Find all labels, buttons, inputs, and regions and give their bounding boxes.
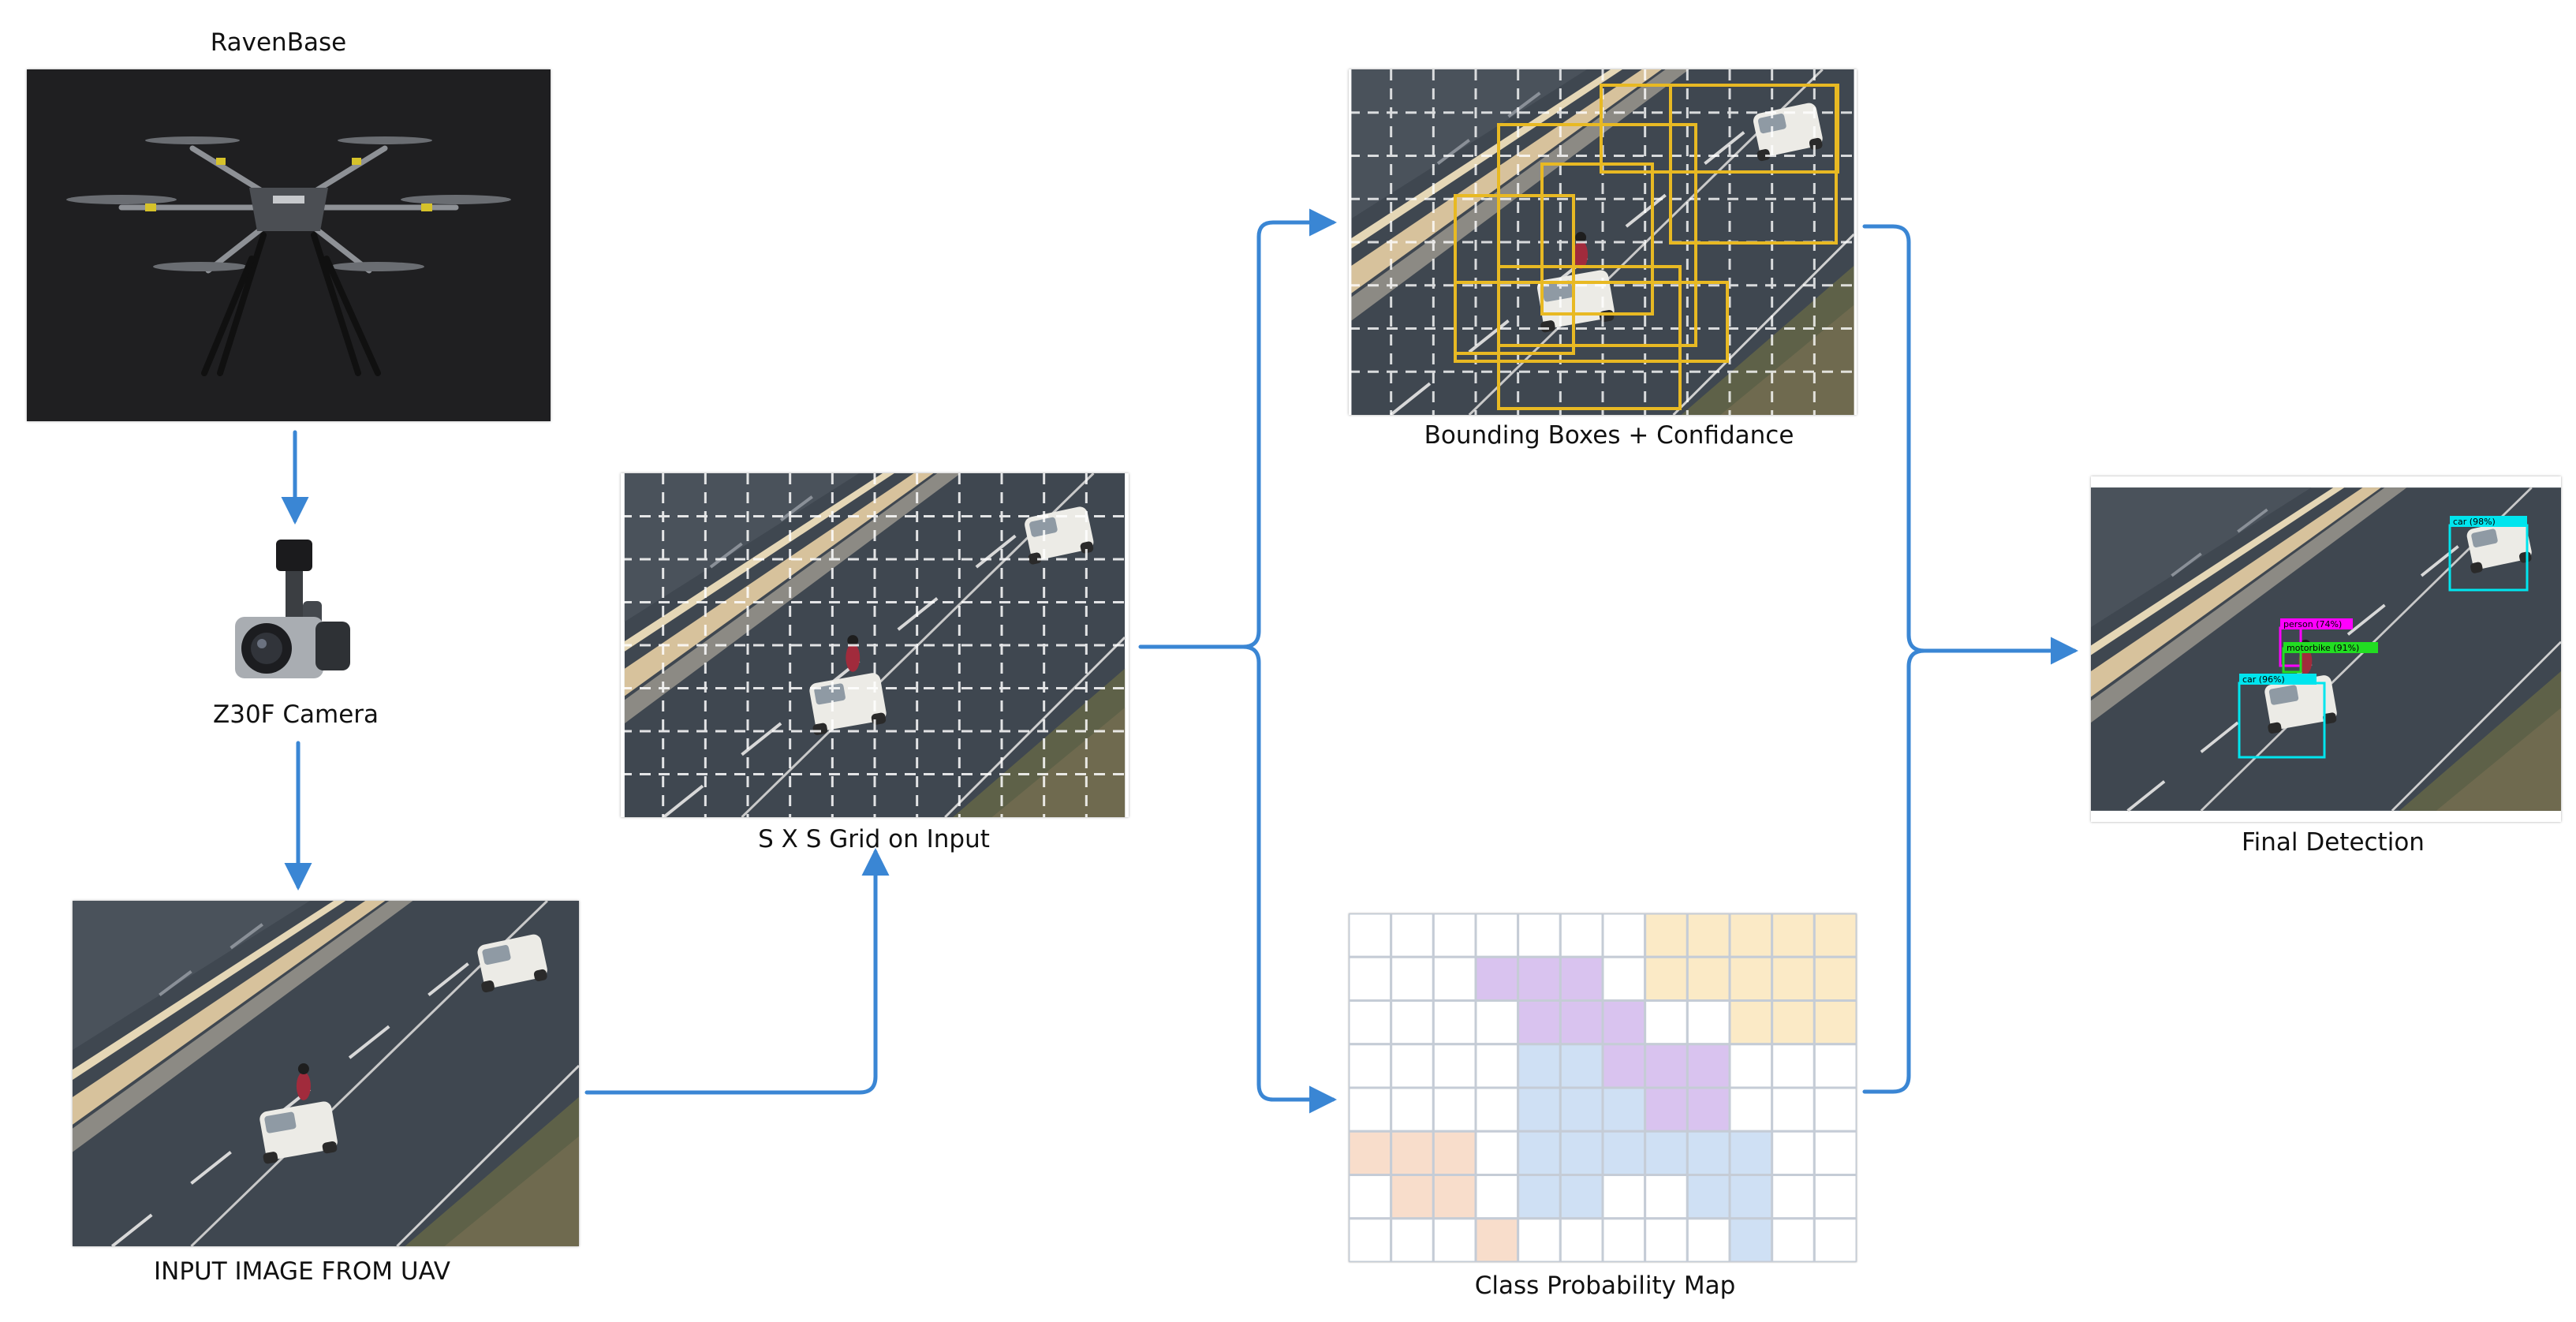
- probability-cell: [1601, 999, 1647, 1046]
- camera-title: Z30F Camera: [212, 700, 379, 729]
- detection-label-car-bottom: car (96%): [2242, 674, 2285, 685]
- arrow-grid-to-probability: [1241, 644, 1337, 1114]
- gimbal-camera-icon: [235, 540, 350, 678]
- probability-cell: [1390, 1086, 1435, 1133]
- probability-cell: [1474, 1174, 1520, 1220]
- probability-cell: [1771, 955, 1816, 1002]
- final-detection-image: car (98%) person (74%) motorbike (91%) c…: [2091, 476, 2561, 822]
- probability-cell: [1771, 999, 1816, 1046]
- probability-cell: [1559, 1174, 1604, 1220]
- bounding-box: [1540, 162, 1654, 316]
- probability-cell: [1601, 1217, 1647, 1262]
- bounding-box: [1454, 194, 1575, 355]
- probability-cell: [1728, 1130, 1774, 1176]
- probability-cell: [1601, 1130, 1647, 1176]
- bounding-box: [1454, 281, 1729, 363]
- probability-cell: [1728, 1043, 1774, 1089]
- probability-cell: [1517, 1086, 1562, 1133]
- bounding-box: [1600, 84, 1839, 174]
- arrow-boxes-to-final: [1862, 224, 2078, 665]
- bounding-box: [1497, 123, 1697, 347]
- probability-cell: [1432, 913, 1477, 958]
- probability-cell: [1686, 913, 1731, 958]
- drone-title: RavenBase: [210, 28, 347, 57]
- probability-cell: [1644, 1130, 1689, 1176]
- probability-cell: [1728, 1217, 1774, 1262]
- input-title: INPUT IMAGE FROM UAV: [153, 1257, 450, 1286]
- camera-photo: [227, 538, 353, 693]
- detection-label-motorbike: motorbike (91%): [2287, 643, 2359, 653]
- probability-cell: [1349, 1043, 1393, 1089]
- probability-cell: [1517, 1217, 1562, 1262]
- class-probability-map: [1349, 913, 1857, 1262]
- bounding-box: [1497, 265, 1682, 410]
- drone-photo: [27, 69, 551, 421]
- probability-cell: [1644, 1174, 1689, 1220]
- probability-cell: [1559, 1130, 1604, 1176]
- arrow-probability-to-final: [1862, 648, 1927, 1094]
- probability-cell: [1432, 999, 1477, 1046]
- probability-cell: [1686, 1217, 1731, 1262]
- probability-cell: [1390, 1130, 1435, 1176]
- probability-cell: [1474, 1086, 1520, 1133]
- grid-overlay: [621, 473, 1129, 817]
- boxes-title: Bounding Boxes + Confidance: [1424, 421, 1794, 450]
- probability-cell: [1813, 1130, 1857, 1176]
- probability-cell: [1728, 1086, 1774, 1133]
- probability-cell: [1644, 1043, 1689, 1089]
- grid-image: [621, 473, 1129, 817]
- probability-cell: [1432, 1174, 1477, 1220]
- final-title: Final Detection: [2242, 828, 2425, 857]
- probability-cell: [1349, 1174, 1393, 1220]
- probability-cell: [1390, 999, 1435, 1046]
- arrow-grid-to-boxes: [1138, 208, 1337, 649]
- probability-cell: [1813, 955, 1857, 1002]
- probability-title: Class Probability Map: [1474, 1272, 1736, 1300]
- probability-cell: [1349, 1130, 1393, 1176]
- detection-label-car-top: car (98%): [2453, 517, 2496, 527]
- probability-cell: [1771, 1086, 1816, 1133]
- bounding-box-image: [1349, 69, 1857, 415]
- probability-cell: [1559, 1043, 1604, 1089]
- probability-cell: [1771, 1130, 1816, 1176]
- probability-cell: [1390, 955, 1435, 1002]
- probability-cell: [1686, 1086, 1731, 1133]
- probability-cell: [1390, 913, 1435, 958]
- arrow-input-to-grid: [584, 848, 890, 1095]
- detection-label-person: person (74%): [2283, 619, 2342, 629]
- hexacopter-drone-icon: [27, 69, 551, 421]
- probability-cell: [1559, 999, 1604, 1046]
